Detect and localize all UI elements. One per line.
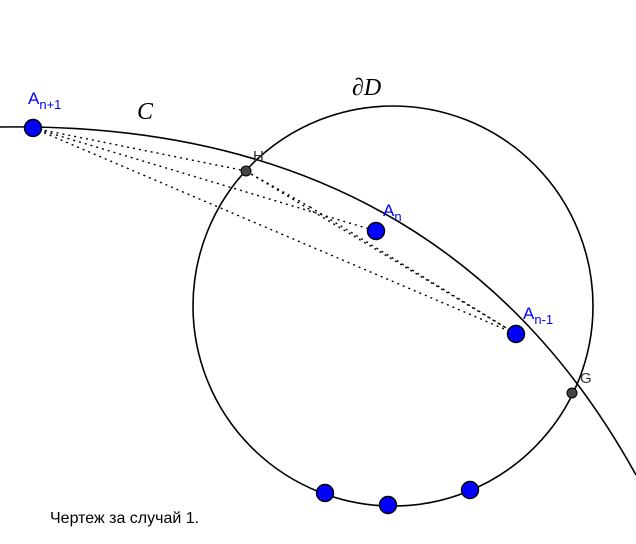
segment-anp1-anm1 [32,127,517,335]
label-a-n-plus-1-sub: n+1 [39,97,61,112]
label-a-n-sub: n [394,209,401,224]
label-a-n-plus-1: An+1 [28,89,61,112]
label-point-g: G [580,370,592,387]
segment-h-anm1-c [309,206,517,335]
point-lower-2 [378,495,398,515]
label-a-n-minus-1-base: A [523,304,535,323]
segment-h-anm1-b [245,170,311,208]
point-lower-3 [460,480,480,500]
label-a-n-minus-1-sub: n-1 [534,312,553,327]
figure-caption: Чертеж за случай 1. [50,510,199,527]
curve-c [0,126,636,476]
point-h [240,165,252,177]
point-a-n-minus-1 [506,324,526,344]
point-a-n-plus-1 [23,118,43,138]
segment-h-anm1-a [245,170,517,335]
label-a-n-plus-1-base: A [28,89,40,108]
point-a-n [366,221,386,241]
label-curve-c: C [137,99,154,125]
label-a-n-minus-1: An-1 [523,304,553,327]
point-g [566,387,578,399]
segment-anp1-h [32,127,247,172]
point-lower-1 [315,483,335,503]
dotted-segments [32,127,517,335]
label-point-h: H [253,148,264,165]
label-a-n-base: A [383,201,395,220]
segment-anp1-an [32,127,377,232]
label-boundary-d: ∂D [352,75,381,101]
label-a-n: An [383,201,402,224]
